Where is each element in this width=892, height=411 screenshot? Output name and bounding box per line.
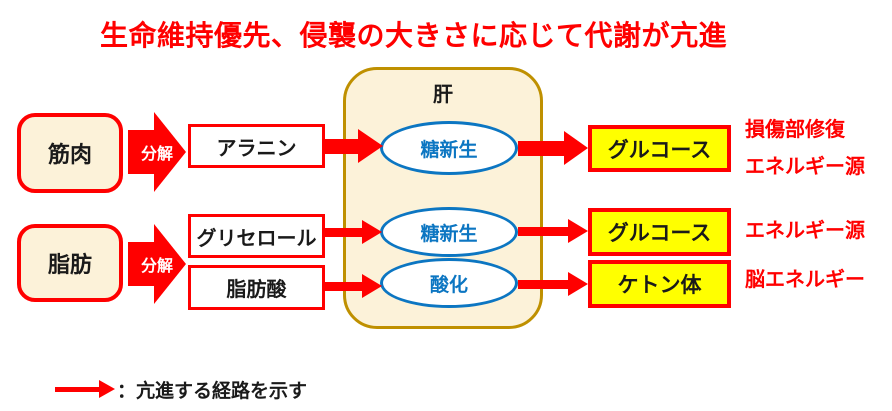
decompose-arrow-muscle: 分解 bbox=[128, 112, 186, 192]
decompose-label: 分解 bbox=[140, 258, 173, 275]
page-title: 生命維持優先、侵襲の大きさに応じて代謝が亢進 bbox=[100, 20, 728, 51]
source-box-muscle-label: 筋肉 bbox=[47, 142, 92, 167]
flow-arrow-fatty-acid-to-oxidation bbox=[325, 274, 382, 298]
arrow-head-icon bbox=[564, 131, 588, 165]
product-box-glucose-2-label: グルコース bbox=[607, 222, 712, 245]
decompose-arrow-fat: 分解 bbox=[128, 224, 186, 304]
product-box-glucose-2: グルコース bbox=[588, 208, 731, 256]
arrow-body bbox=[128, 130, 154, 174]
flow-arrow-oxidation-to-ketone bbox=[518, 272, 588, 296]
arrow-head-icon bbox=[154, 224, 186, 304]
source-box-muscle: 筋肉 bbox=[17, 113, 123, 193]
process-label: 糖新生 bbox=[420, 139, 478, 161]
product-box-ketone-bodies: ケトン体 bbox=[588, 260, 731, 308]
arrow-head-icon bbox=[362, 274, 382, 298]
arrow-body bbox=[55, 386, 99, 392]
process-ellipse-gluconeogenesis-1: 糖新生 bbox=[380, 121, 518, 175]
flow-arrow-gluconeogenesis-to-glucose-1 bbox=[518, 131, 588, 165]
intermediate-box-glycerol-label: グリセロール bbox=[196, 227, 317, 250]
product-box-ketone-bodies-label: ケトン体 bbox=[617, 274, 702, 297]
arrow-body bbox=[518, 140, 564, 156]
flow-arrow-glycerol-to-gluconeogenesis bbox=[325, 220, 382, 244]
flow-arrow-gluconeogenesis-to-glucose-2 bbox=[518, 219, 588, 243]
arrow-head-icon bbox=[362, 220, 382, 244]
role-label-brain-energy: 脳エネルギー bbox=[745, 269, 865, 291]
flow-arrow-alanine-to-gluconeogenesis bbox=[325, 129, 383, 163]
intermediate-box-alanine: アラニン bbox=[188, 124, 325, 168]
product-box-glucose-1: グルコース bbox=[588, 125, 731, 172]
arrow-head-icon bbox=[568, 219, 588, 243]
arrow-head-icon bbox=[154, 112, 186, 192]
intermediate-box-fatty-acid: 脂肪酸 bbox=[188, 265, 325, 310]
process-label: 糖新生 bbox=[420, 223, 478, 245]
process-label: 酸化 bbox=[429, 274, 468, 296]
intermediate-box-alanine-label: アラニン bbox=[216, 137, 297, 160]
arrow-body bbox=[325, 227, 362, 237]
process-ellipse-oxidation: 酸化 bbox=[380, 258, 518, 308]
arrow-head-icon bbox=[358, 129, 383, 163]
arrow-body bbox=[518, 226, 568, 236]
arrow-head-icon bbox=[568, 272, 588, 296]
liver-label: 肝 bbox=[433, 84, 453, 106]
arrow-body bbox=[128, 242, 154, 286]
source-box-fat-label: 脂肪 bbox=[47, 252, 92, 277]
role-label-wound-repair: 損傷部修復 bbox=[745, 119, 845, 141]
arrow-body bbox=[325, 138, 358, 154]
legend-arrow-icon bbox=[55, 380, 115, 398]
intermediate-box-glycerol: グリセロール bbox=[188, 214, 325, 258]
intermediate-box-fatty-acid-label: 脂肪酸 bbox=[226, 279, 287, 301]
process-ellipse-gluconeogenesis-2: 糖新生 bbox=[380, 207, 518, 257]
role-label-energy-source-1: エネルギー源 bbox=[745, 156, 865, 178]
role-label-energy-source-2: エネルギー源 bbox=[745, 220, 865, 242]
arrow-head-icon bbox=[99, 380, 115, 398]
arrow-body bbox=[325, 281, 362, 291]
arrow-body bbox=[518, 279, 568, 289]
legend-text: ：亢進する経路を示す bbox=[117, 381, 308, 402]
source-box-fat: 脂肪 bbox=[17, 224, 123, 302]
decompose-label: 分解 bbox=[140, 146, 173, 163]
product-box-glucose-1-label: グルコース bbox=[607, 138, 712, 162]
